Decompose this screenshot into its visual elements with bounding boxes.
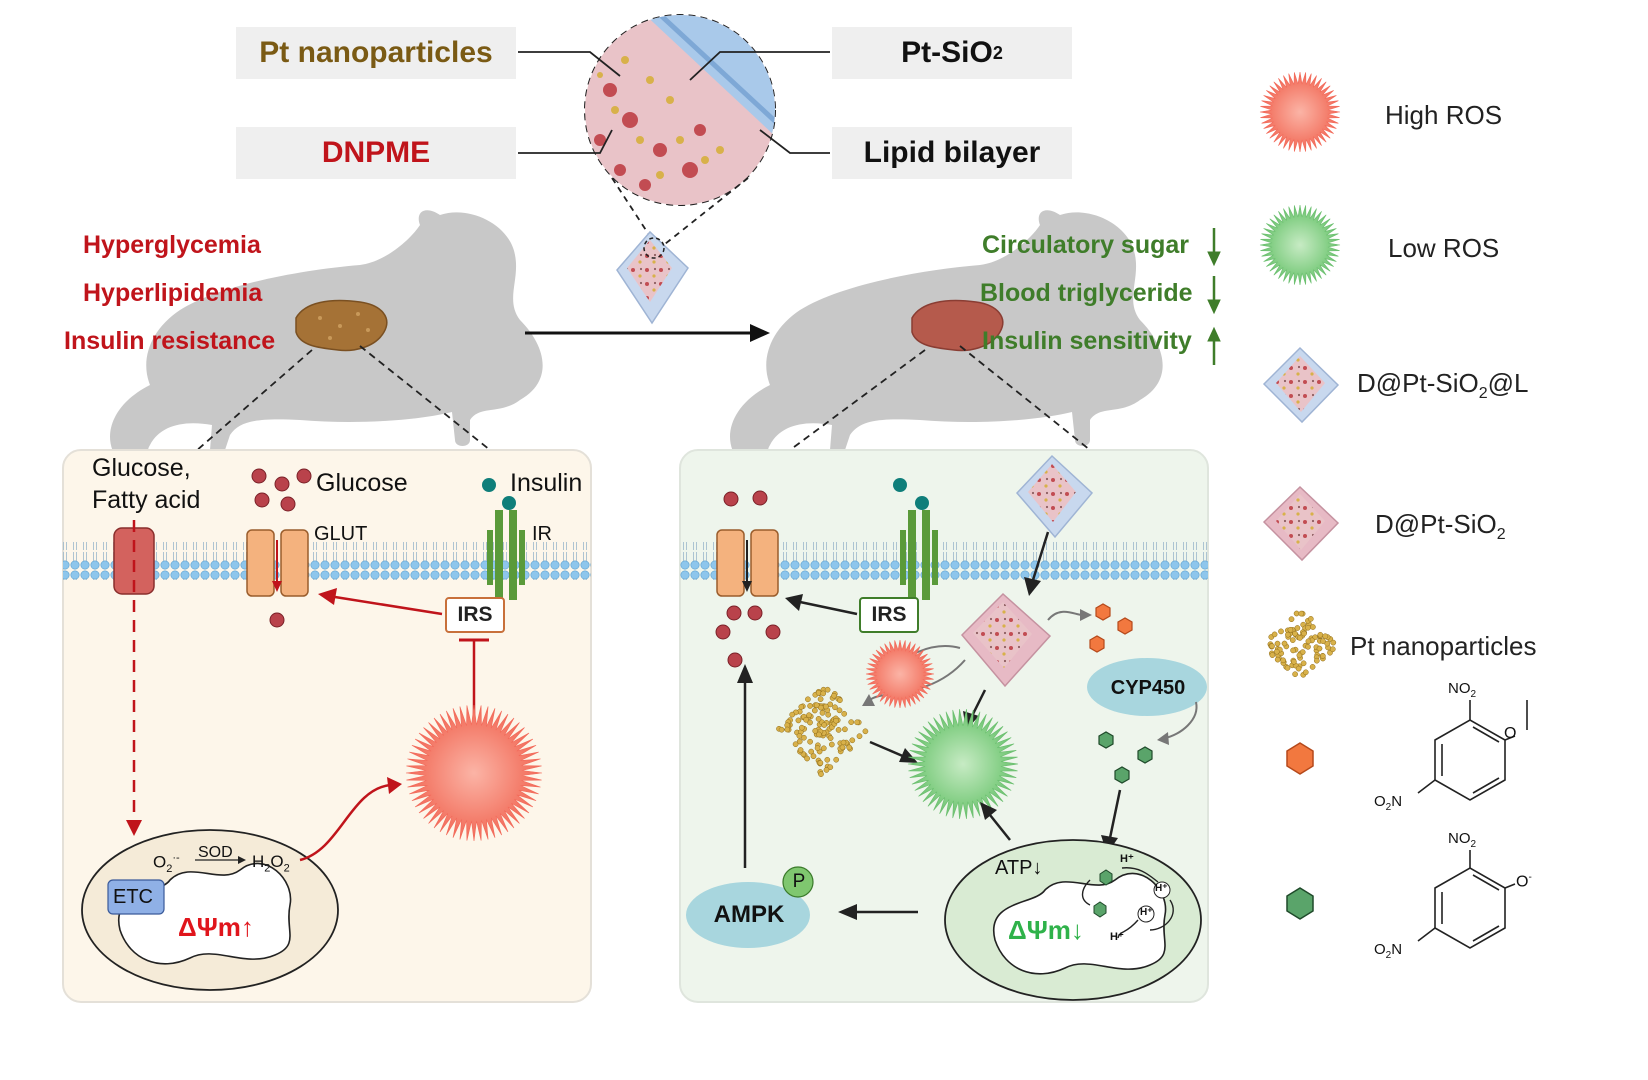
dnp-structure bbox=[1417, 850, 1516, 949]
left-mouse-silhouette bbox=[110, 210, 543, 496]
symptom-insulin-resistance: Insulin resistance bbox=[64, 327, 276, 355]
legend-d-pt-sio2-l-a: D@Pt-SiO bbox=[1357, 368, 1479, 398]
left-irs-box: IRS bbox=[445, 597, 505, 633]
legend-low-ros: Low ROS bbox=[1388, 233, 1500, 263]
label-dnpme-text: DNPME bbox=[321, 136, 431, 169]
text-hplus-4: H⁺ bbox=[1110, 931, 1124, 943]
outcome-arrows bbox=[1207, 228, 1221, 365]
label-lipid-bilayer-text: Lipid bilayer bbox=[863, 136, 1041, 169]
chem1-o2n: O2N bbox=[1374, 793, 1402, 813]
dnpme-hexagons bbox=[1089, 603, 1133, 653]
label-pt-sio2-sub: 2 bbox=[992, 42, 1003, 63]
cyp450-enzyme bbox=[1087, 658, 1207, 716]
chem1-no2: NO2 bbox=[1448, 680, 1476, 700]
legend-pt-nanoparticles: Pt nanoparticles bbox=[1350, 631, 1537, 661]
legend-green-hexagon-icon bbox=[1286, 887, 1314, 920]
text-h2o2-base: H bbox=[252, 852, 265, 871]
ampk-enzyme bbox=[686, 882, 810, 948]
text-right-dpsi: ΔΨm↓ bbox=[1008, 915, 1084, 945]
text-fatty-acid: Fatty acid bbox=[92, 486, 201, 514]
dnp-hexagons bbox=[1098, 731, 1153, 784]
text-sod: SOD bbox=[198, 844, 233, 861]
chem2-no2-base: NO bbox=[1448, 830, 1471, 847]
label-pt-nanoparticles-text: Pt nanoparticles bbox=[259, 36, 493, 69]
label-pt-nanoparticles: Pt nanoparticles bbox=[236, 27, 516, 79]
legend-d-pt-sio2-l-b: 2 bbox=[1478, 385, 1488, 403]
center-octahedron-icon bbox=[616, 230, 689, 325]
chem1-oxygen: O bbox=[1504, 725, 1517, 742]
legend-lipid-octahedron-icon bbox=[1262, 346, 1340, 424]
legend-high-ros: High ROS bbox=[1385, 100, 1503, 130]
legend-orange-hexagon-icon bbox=[1286, 742, 1314, 775]
outcome-circulatory-sugar: Circulatory sugar bbox=[982, 231, 1190, 259]
left-insulin-receptor bbox=[482, 478, 525, 600]
outcome-insulin-sensitivity: Insulin sensitivity bbox=[982, 327, 1192, 355]
outcome-blood-triglyceride: Blood triglyceride bbox=[980, 279, 1193, 307]
chem2-o2n-sub: 2 bbox=[1385, 950, 1392, 961]
text-atp: ATP↓ bbox=[995, 857, 1043, 879]
text-left-dpsi: ΔΨm↑ bbox=[178, 912, 254, 942]
right-glut-transporter bbox=[716, 529, 779, 597]
chem1-no2-sub: 2 bbox=[1470, 689, 1477, 700]
right-low-ros-star bbox=[907, 709, 1019, 819]
text-hplus-3: H⁺ bbox=[1140, 907, 1153, 918]
right-irs-box: IRS bbox=[859, 597, 919, 633]
label-lipid-bilayer: Lipid bilayer bbox=[832, 127, 1072, 179]
chem1-o2n-end: N bbox=[1391, 793, 1403, 810]
legend-d-pt-sio2-l-c: @L bbox=[1487, 368, 1529, 398]
right-octahedron-pink-icon bbox=[960, 592, 1052, 688]
left-glut-transporter bbox=[246, 529, 309, 597]
text-o2-base: O bbox=[153, 852, 167, 872]
symptom-hyperglycemia: Hyperglycemia bbox=[83, 231, 261, 259]
chem2-oxide: O- bbox=[1516, 872, 1532, 891]
chem2-no2: NO2 bbox=[1448, 830, 1476, 850]
text-glucose-comma: Glucose, bbox=[92, 454, 191, 482]
text-glucose: Glucose bbox=[316, 469, 408, 497]
legend-d-pt-sio2-l: D@Pt-SiO2@L bbox=[1357, 368, 1529, 403]
chem2-no2-sub: 2 bbox=[1470, 839, 1477, 850]
text-insulin: Insulin bbox=[510, 469, 583, 497]
right-octahedron-lipid-icon bbox=[1015, 454, 1094, 539]
pt-nanoparticle-cluster bbox=[776, 686, 869, 777]
chem2-o2n-end: N bbox=[1391, 941, 1403, 958]
legend-d-pt-sio2: D@Pt-SiO2 bbox=[1375, 509, 1506, 544]
right-high-ros-star bbox=[865, 639, 935, 709]
legend-d-pt-sio2-b: 2 bbox=[1496, 526, 1506, 544]
legend-low-ros-icon bbox=[1259, 204, 1341, 286]
symptom-hyperlipidemia: Hyperlipidemia bbox=[83, 279, 263, 307]
chem1-no2-base: NO bbox=[1448, 680, 1471, 697]
text-p: P bbox=[792, 871, 806, 892]
phospho-group bbox=[782, 866, 814, 898]
legend-d-pt-sio2-a: D@Pt-SiO bbox=[1375, 509, 1497, 539]
healthy-liver-icon bbox=[911, 299, 1004, 352]
legend-pt-nanoparticles-icon bbox=[1267, 610, 1337, 678]
text-hplus-1: H⁺ bbox=[1120, 853, 1134, 865]
text-h2o2: H2O2 bbox=[252, 852, 290, 875]
text-ir: IR bbox=[532, 523, 552, 545]
label-pt-sio2-text: Pt-SiO bbox=[901, 36, 993, 69]
legend-high-ros-icon bbox=[1259, 71, 1341, 153]
text-etc: ETC bbox=[113, 886, 153, 908]
right-insulin-receptor bbox=[893, 478, 938, 600]
text-ampk: AMPK bbox=[713, 901, 785, 928]
text-o2: O2·- bbox=[153, 852, 180, 876]
chem2-o2n: O2N bbox=[1374, 941, 1402, 961]
chem1-o2n-sub: 2 bbox=[1385, 802, 1392, 813]
legend-pink-octahedron-icon bbox=[1262, 485, 1340, 562]
left-high-ros-star bbox=[405, 704, 543, 842]
label-dnpme: DNPME bbox=[236, 127, 516, 179]
chem1-o2n-base: O bbox=[1374, 793, 1386, 810]
text-cyp450: CYP450 bbox=[1110, 676, 1186, 699]
text-glut: GLUT bbox=[314, 523, 368, 545]
text-hplus-2: H⁺ bbox=[1155, 883, 1168, 894]
dnpme-structure bbox=[1417, 700, 1528, 801]
chem2-o2n-base: O bbox=[1374, 941, 1386, 958]
right-mouse-silhouette bbox=[730, 210, 1163, 496]
